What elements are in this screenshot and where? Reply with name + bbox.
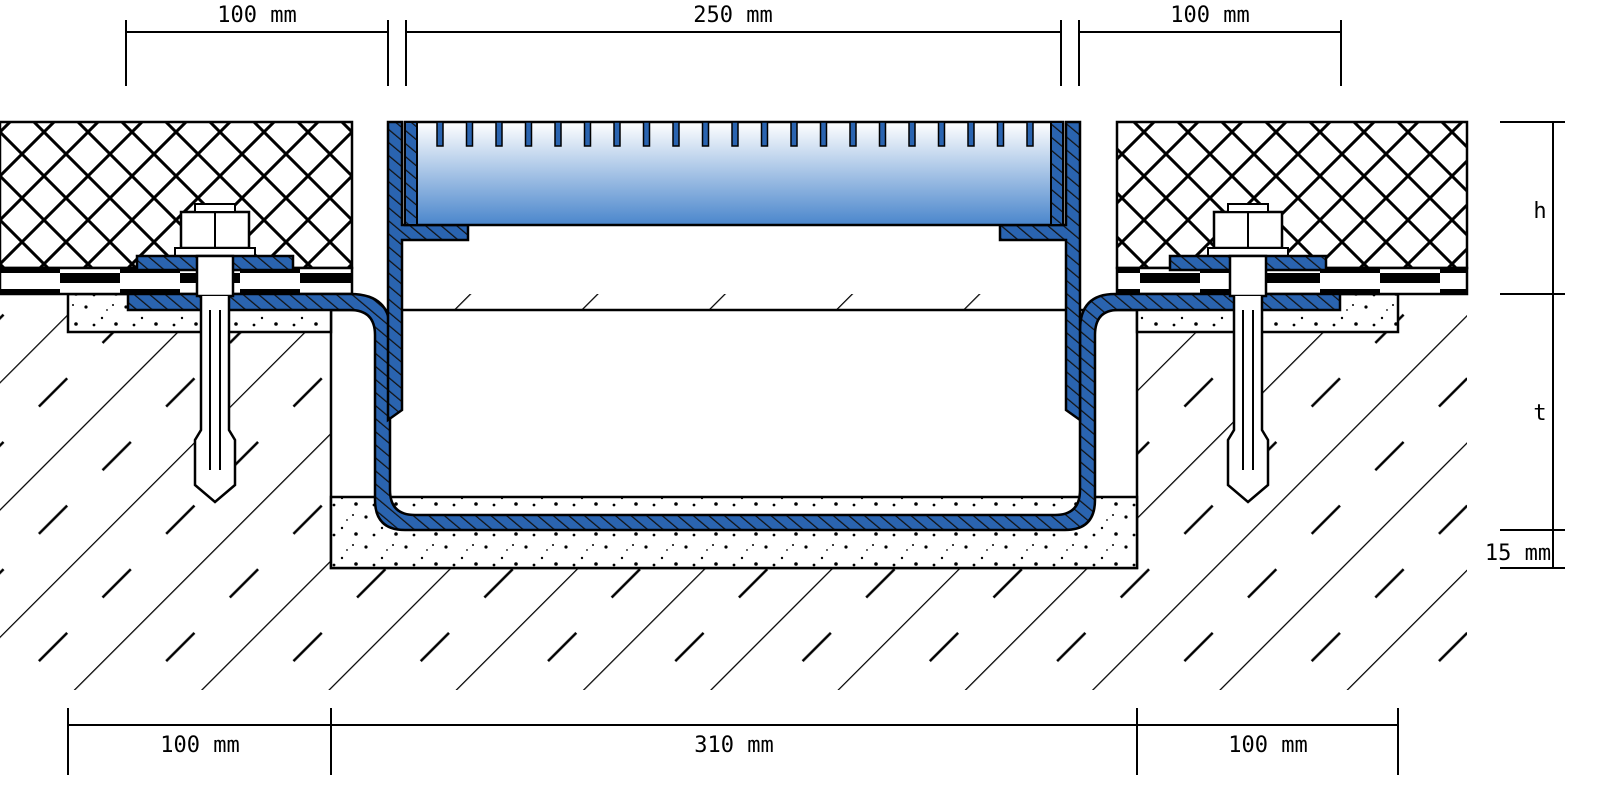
paving-right — [1115, 120, 1469, 296]
grate-slot — [908, 121, 916, 147]
grate-slot — [436, 121, 444, 147]
paving-left — [0, 120, 354, 296]
anchor-sleeve — [1226, 296, 1270, 504]
dim-top-center: 250 mm — [693, 3, 772, 28]
grate-slot — [672, 121, 680, 147]
mortar-bed — [329, 495, 1139, 570]
grate-slot — [790, 121, 798, 147]
grate-slot — [613, 121, 621, 147]
grate-slot — [819, 121, 828, 147]
grate-slot — [996, 121, 1005, 147]
grate-slot — [583, 121, 592, 147]
grate-slot — [524, 121, 533, 147]
anchor-sleeve — [193, 296, 237, 504]
grate-slot — [760, 121, 769, 147]
grate-slot — [849, 121, 857, 147]
dim-bottom-right: 100 mm — [1228, 733, 1307, 758]
grate-slot — [642, 121, 651, 147]
dim-bed: 15 mm — [1485, 541, 1551, 566]
dim-h: h — [1533, 199, 1546, 224]
dim-bottom-left: 100 mm — [160, 733, 239, 758]
grate-slot — [967, 121, 975, 147]
anchor-bolt-right — [1168, 203, 1328, 504]
dimension-lines — [67, 20, 1565, 775]
grate-slot — [731, 121, 739, 147]
frame-right — [998, 120, 1082, 423]
grate-slot — [1026, 121, 1034, 147]
grate-slot — [465, 121, 474, 147]
dim-top-left: 100 mm — [217, 3, 296, 28]
grate-slot — [554, 121, 562, 147]
grate-slot — [495, 121, 503, 147]
grate — [403, 120, 1065, 227]
channel-body — [126, 292, 1342, 532]
grate-slot — [937, 121, 946, 147]
dim-top-right: 100 mm — [1170, 3, 1249, 28]
dim-t: t — [1533, 401, 1546, 426]
grate-slot — [878, 121, 887, 147]
concrete-base — [0, 294, 1467, 690]
anchor-bolt-left — [135, 203, 295, 504]
frame-left — [386, 120, 470, 423]
dim-bottom-center: 310 mm — [694, 733, 773, 758]
grate-slot — [701, 121, 710, 147]
